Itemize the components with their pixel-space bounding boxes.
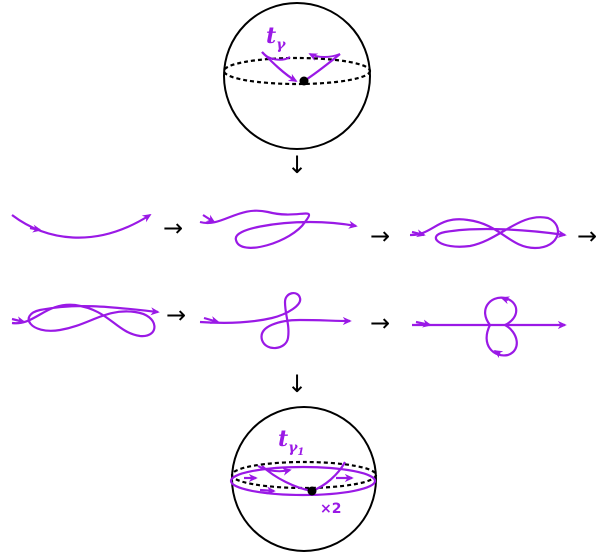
twist-hook-right (308, 53, 341, 61)
down-arrow-bottom: ↓ (287, 370, 307, 398)
sphere-icon (223, 2, 371, 150)
twist-hook-left (261, 51, 291, 61)
right-arrow-3: → (577, 222, 597, 250)
down-arrow-top: ↓ (287, 151, 307, 179)
bottom-twist-label: tγ1 (278, 426, 304, 458)
twist-hook-left (257, 465, 292, 476)
right-arrow-2: → (370, 222, 390, 250)
point-icon (307, 486, 317, 496)
arrowhead-icon (203, 316, 220, 324)
point-icon (299, 76, 309, 86)
arrowhead-icon (493, 350, 504, 359)
row-2: → → (11, 292, 567, 359)
curve-step-2 (199, 209, 358, 249)
arrowhead-icon (202, 214, 216, 223)
right-arrow-5: → (370, 309, 390, 337)
curve-step-6-lower-loop (485, 324, 518, 357)
arrowhead-icon (500, 296, 511, 305)
curve-step-1 (11, 214, 152, 239)
arrowhead-icon (29, 224, 42, 233)
arrowhead-icon (11, 316, 26, 325)
top-sphere: tγ (222, 2, 372, 150)
equator-dashed (222, 56, 372, 86)
arrowhead-icon (415, 319, 432, 328)
equator-curve (229, 465, 377, 497)
equator-dashed (230, 460, 378, 490)
row-1: → → → (11, 209, 597, 250)
bottom-sphere: tγ1 ×2 (229, 406, 378, 552)
curve-step-5 (199, 292, 352, 350)
top-twist-label: tγ (266, 23, 286, 53)
multiplicity-label: ×2 (320, 501, 341, 517)
arrowhead-icon (259, 486, 276, 495)
right-arrow-4: → (166, 301, 186, 329)
curve-step-4 (11, 303, 160, 338)
curve-step-3 (409, 216, 567, 250)
curve-step-6-upper-loop (484, 296, 518, 326)
arrowhead-icon (411, 229, 426, 238)
right-arrow-1: → (163, 214, 183, 242)
